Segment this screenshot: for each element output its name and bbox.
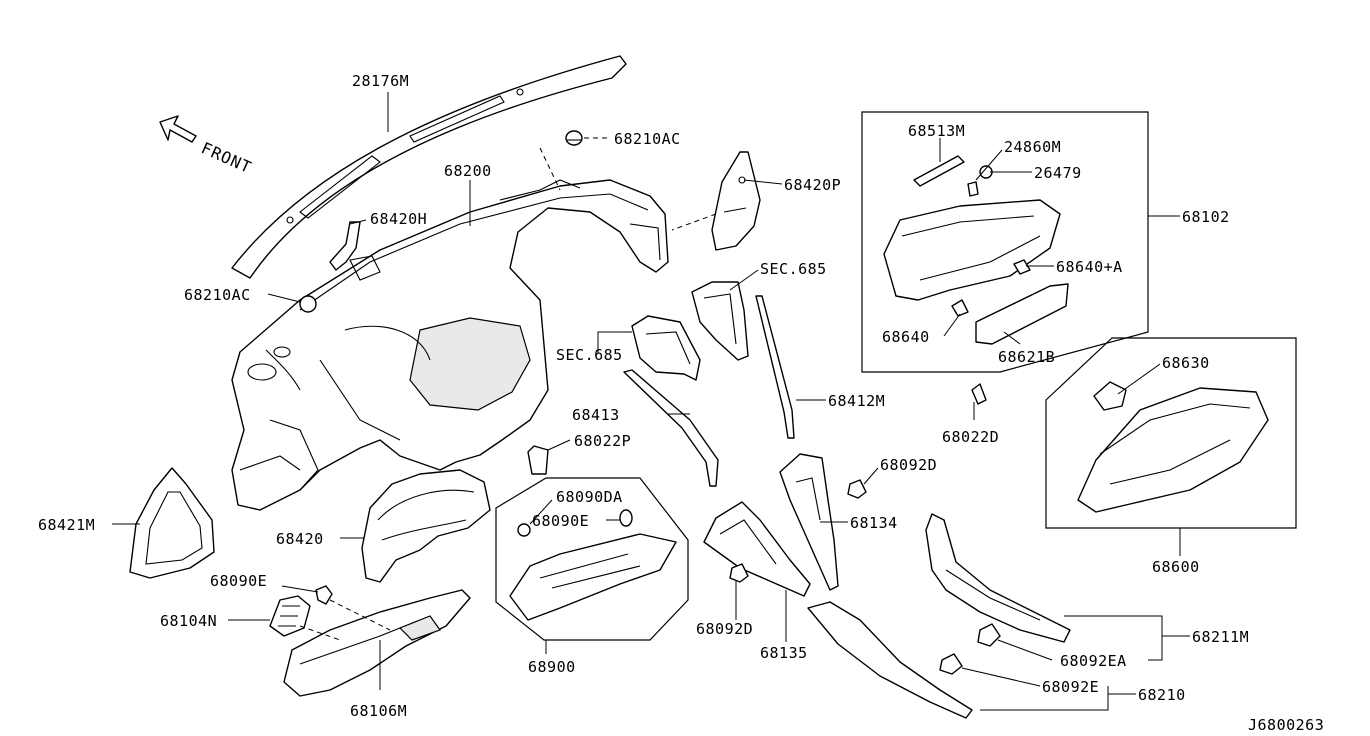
label-68211M: 68211M [1192,628,1249,646]
defroster-grille-28176M [231,55,627,279]
label-28176M: 28176M [352,72,409,90]
lower-cover-68900 [495,477,689,641]
switch-68104N [269,595,311,637]
label-68621B: 68621B [998,348,1055,366]
label-68092D-upper: 68092D [880,456,937,474]
clip-68092EA [977,623,1001,647]
label-68420: 68420 [276,530,324,548]
label-68022D: 68022D [942,428,999,446]
label-68640A: 68640+A [1056,258,1123,276]
clip-68092E [939,653,963,675]
label-68600: 68600 [1152,558,1200,576]
strip-68412M [755,295,795,439]
vent-duct-sec685-mid [631,315,701,381]
label-68630: 68630 [1162,354,1210,372]
label-68022P: 68022P [574,432,631,450]
label-68102: 68102 [1182,208,1230,226]
label-68900: 68900 [528,658,576,676]
strip-68413 [623,369,719,487]
label-68412M: 68412M [828,392,885,410]
vent-duct-sec685-right [691,281,749,361]
bracket-68420H [329,221,361,271]
label-68090E-left: 68090E [210,572,267,590]
label-68421M: 68421M [38,516,95,534]
part-labels: 28176M 68210AC 68200 68420H 68420P 68210… [38,72,1324,734]
label-68090E-box: 68090E [532,512,589,530]
label-68135: 68135 [760,644,808,662]
label-24860M: 24860M [1004,138,1061,156]
lower-trim-68210 [807,601,973,719]
clip-68022P [527,445,549,475]
label-sec685-mid: SEC.685 [556,346,623,364]
clip-68210AC-top [565,130,583,146]
cluster-hood-68420 [361,469,491,583]
label-26479: 26479 [1034,164,1082,182]
label-sec685-right: SEC.685 [760,260,827,278]
label-68210AC-top: 68210AC [614,130,681,148]
group-box-68102 [861,111,1149,373]
label-68640: 68640 [882,328,930,346]
label-68104N: 68104N [160,612,217,630]
sill-trim-68211M [925,513,1071,643]
group-box-68600 [1045,337,1297,529]
glove-box-inner-68102 [883,155,1069,405]
kick-panel-68135 [703,501,811,597]
clip-68090E-left [315,585,333,605]
label-68513M: 68513M [908,122,965,140]
label-68210AC-left: 68210AC [184,286,251,304]
label-68420P: 68420P [784,176,841,194]
drawing-id: J6800263 [1248,716,1324,734]
label-68210: 68210 [1138,686,1186,704]
label-68092EA: 68092EA [1060,652,1127,670]
side-trim-68134 [779,453,839,591]
label-68134: 68134 [850,514,898,532]
label-68092D-lower: 68092D [696,620,753,638]
leader-lines [112,92,1190,711]
clip-68092D-upper [847,479,867,499]
cover-68421M [129,467,215,579]
instrument-panel-68200 [231,179,669,511]
front-arrow-icon [159,115,197,143]
clip-68092D-lower [729,563,749,583]
lower-panel-68106M [283,589,471,697]
label-68092E: 68092E [1042,678,1099,696]
label-68420H: 68420H [370,210,427,228]
side-panel-68420P [711,151,761,251]
glove-box-lid-68600 [1077,381,1269,513]
clip-68210AC-left [299,295,317,313]
label-68200: 68200 [444,162,492,180]
label-68106M: 68106M [350,702,407,720]
label-68413: 68413 [572,406,620,424]
front-label: FRONT [198,138,254,177]
label-68090DA: 68090DA [556,488,623,506]
